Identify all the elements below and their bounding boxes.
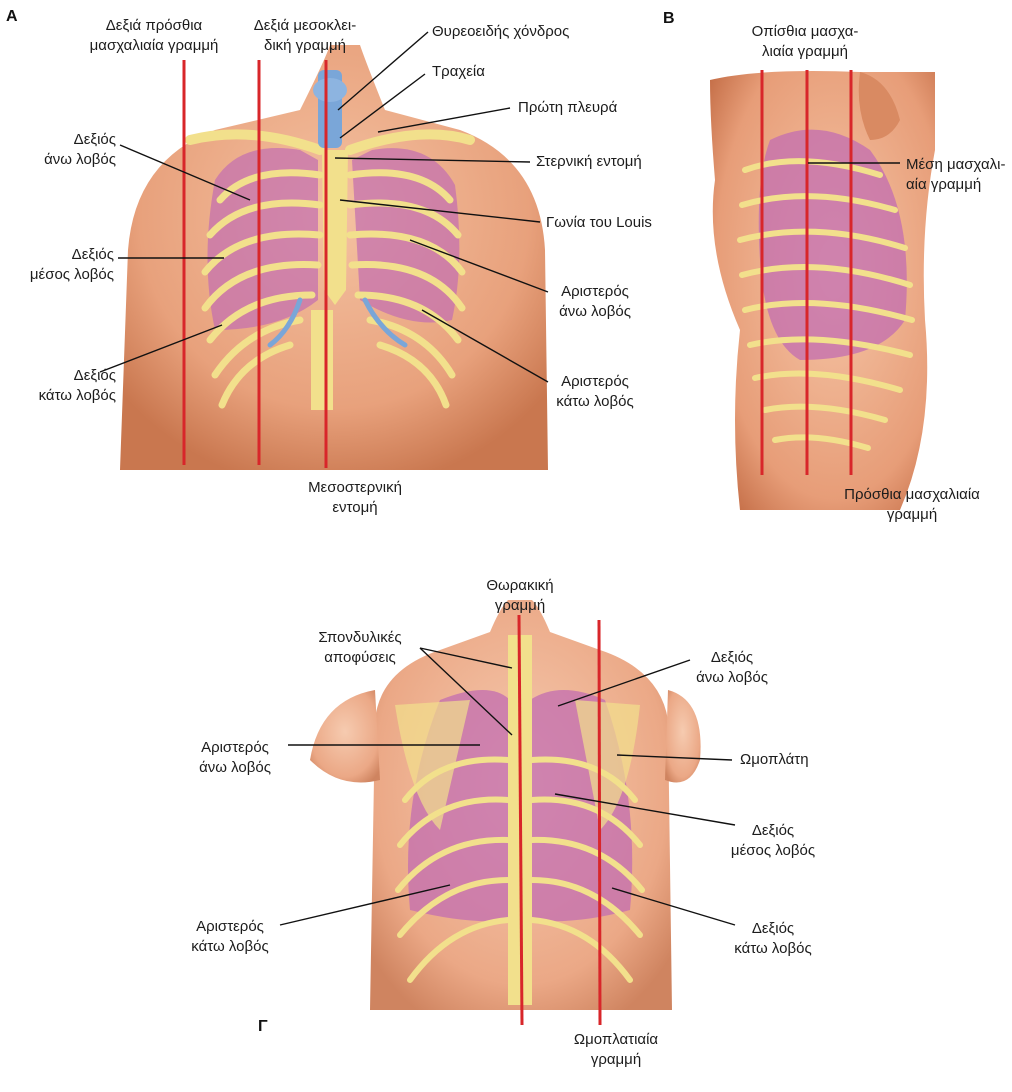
right-clavicle — [185, 129, 325, 155]
label-midsternal-line: Μεσοστερνική εντομή — [308, 479, 402, 516]
costal-cartilages — [267, 297, 408, 348]
left-ribs — [346, 169, 466, 409]
label-trachea: Τραχεία — [432, 63, 485, 80]
panel-a-leaders — [99, 31, 549, 383]
label-suprasternal-notch: Στερνική εντομή — [536, 153, 642, 170]
sternum — [322, 150, 348, 305]
panel-c-torso — [279, 600, 736, 1026]
right-ribs — [201, 169, 324, 409]
label-right-anterior-axillary-line: Δεξιά πρόσθια μασχαλιαία γραμμή — [89, 17, 219, 54]
label-right-midclavicular-line: Δεξιά μεσοκλει- δική γραμμή — [253, 17, 357, 54]
thyroid-cartilage-shape — [313, 78, 347, 102]
label-vertebral-line: Θωρακική γραμμή — [486, 577, 554, 614]
panel-b-letter: B — [663, 10, 675, 27]
label-mid-axillary-line: Μέση μασχαλι- αία γραμμή — [906, 156, 1006, 193]
label-a-right-upper-lobe: Δεξιός άνω λοβός — [44, 131, 116, 168]
panel-c-letter: Γ — [258, 1018, 268, 1035]
label-posterior-axillary-line: Οπίσθια μασχα- λιαία γραμμή — [751, 23, 859, 60]
label-a-right-lower-lobe: Δεξιός κάτω λοβός — [38, 367, 116, 404]
label-c-left-lower-lobe: Αριστερός κάτω λοβός — [191, 918, 269, 955]
panel-b-torso — [710, 70, 935, 510]
right-shoulder — [665, 690, 701, 783]
label-c-right-middle-lobe: Δεξιός μέσος λοβός — [730, 822, 816, 859]
shoulder-shadow — [858, 72, 900, 140]
label-a-left-lower-lobe: Αριστερός κάτω λοβός — [556, 373, 634, 410]
left-shoulder — [310, 690, 380, 783]
label-c-left-upper-lobe: Αριστερός άνω λοβός — [199, 739, 271, 776]
panel-a-torso — [99, 31, 549, 470]
label-c-right-upper-lobe: Δεξιός άνω λοβός — [696, 649, 768, 686]
panel-c-leaders — [279, 647, 736, 926]
left-scapula — [395, 700, 470, 830]
label-angle-of-louis: Γωνία του Louis — [546, 214, 652, 231]
label-spinous-processes: Σπονδυλικές αποφύσεις — [318, 629, 402, 666]
panel-a-letter: A — [6, 8, 18, 25]
label-scapula: Ωμοπλάτη — [740, 751, 809, 768]
label-scapular-line: Ωμοπλατιαία γραμμή — [573, 1031, 659, 1068]
label-first-rib: Πρώτη πλευρά — [518, 99, 618, 116]
left-clavicle — [345, 129, 475, 155]
scapular-reference-line — [597, 619, 602, 1026]
right-scapula — [575, 700, 640, 830]
label-a-left-upper-lobe: Αριστερός άνω λοβός — [559, 283, 631, 320]
vertebral-reference-line — [517, 614, 524, 1026]
label-thyroid-cartilage: Θυρεοειδής χόνδρος — [432, 23, 570, 40]
posterior-ribs — [395, 756, 645, 983]
label-c-right-lower-lobe: Δεξιός κάτω λοβός — [734, 920, 812, 957]
label-anterior-axillary-line: Πρόσθια μασχαλιαία γραμμή — [844, 486, 980, 523]
lumbar-spine — [311, 310, 333, 410]
label-a-right-middle-lobe: Δεξιός μέσος λοβός — [29, 246, 114, 283]
